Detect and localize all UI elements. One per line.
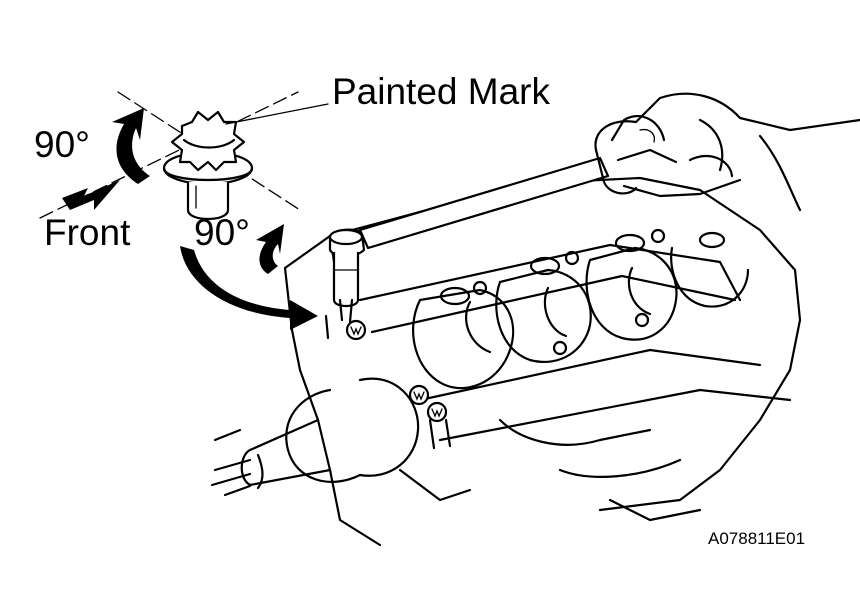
wrench-angle-label: 90° [194,212,250,253]
front-label: Front [44,212,131,253]
bolt-icon [345,319,367,341]
painted-mark-leader-line [225,103,329,125]
sweep-arrow-icon [180,246,318,330]
bolt-head-icon [39,91,301,221]
arrow-left-down-icon [62,180,120,210]
crankshaft-nose-illustration [210,377,472,547]
hand-illustration [594,92,860,212]
curved-arrow-icon [112,108,150,184]
engine-block-illustration [283,176,802,522]
curved-arrow-icon [256,224,284,274]
bolt-angle-label: 90° [34,124,90,165]
painted-mark-label: Painted Mark [332,71,550,112]
figure-code: A078811E01 [708,529,805,548]
bearing-cap-bolts [345,319,452,450]
torque-wrench-icon [324,156,610,340]
bolt-icon [426,401,448,423]
bolt-icon [408,384,430,406]
